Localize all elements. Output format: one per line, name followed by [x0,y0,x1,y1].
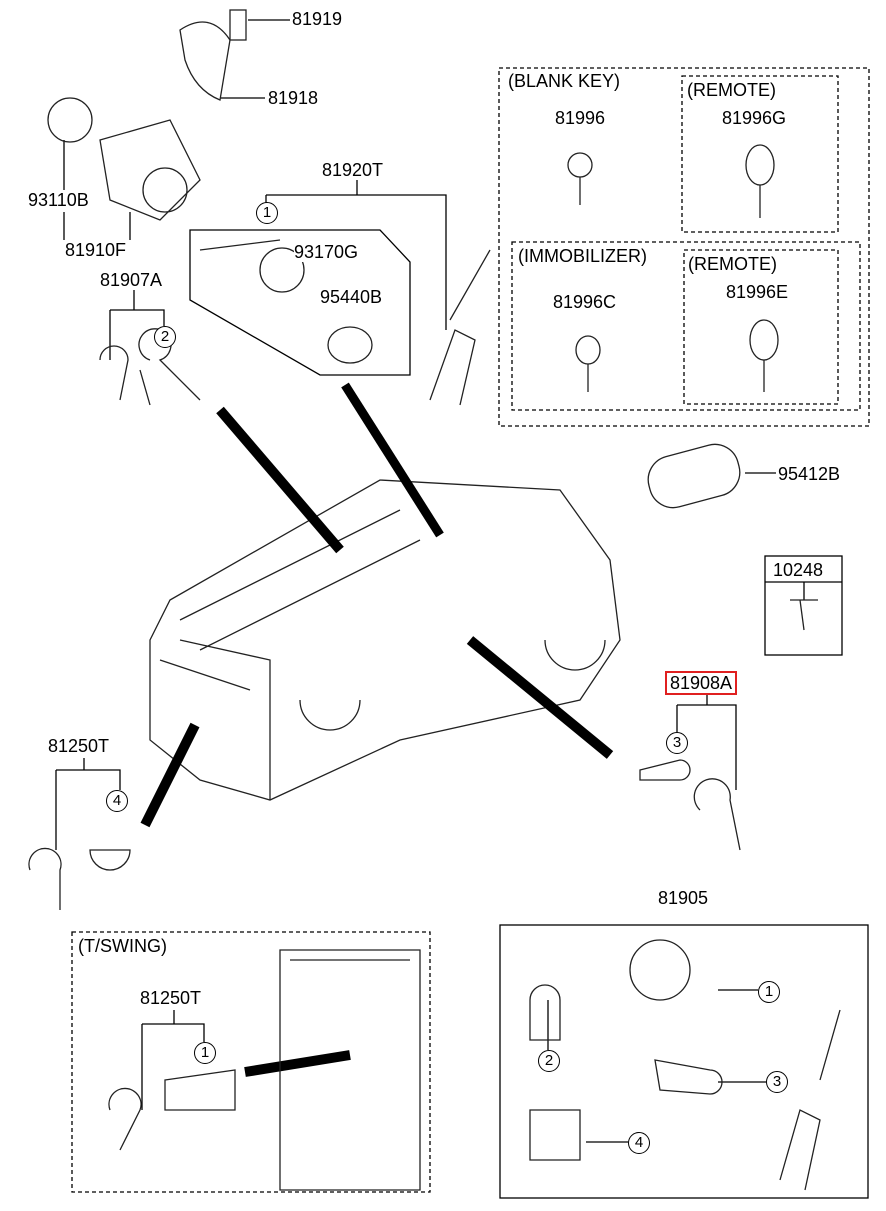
part-number-81918[interactable]: 81918 [268,88,319,108]
blank-key-heading: (BLANK KEY) [508,71,621,91]
tswing-box [71,931,431,1193]
part-number-95440B[interactable]: 95440B [320,287,383,307]
callout-number: 3 [666,732,688,754]
part-number-10248[interactable]: 10248 [773,560,824,580]
part-number-81920T[interactable]: 81920T [322,160,384,180]
callout-number: 2 [538,1050,560,1072]
key-options-box [498,67,870,427]
part-number-93110B[interactable]: 93110B [28,190,89,210]
part-number-81905[interactable]: 81905 [658,888,709,908]
callout-number: 2 [154,326,176,348]
part-number-81996G[interactable]: 81996G [722,108,787,128]
callout-number: 4 [106,790,128,812]
part-number-81910F[interactable]: 81910F [65,240,127,260]
tswing-heading: (T/SWING) [78,936,167,956]
immobilizer-heading: (IMMOBILIZER) [518,246,647,266]
part-number-81996[interactable]: 81996 [555,108,606,128]
part-number-81250T[interactable]: 81250T [48,736,110,756]
part-number-95412B[interactable]: 95412B [778,464,841,484]
part-number-81250T[interactable]: 81250T [140,988,202,1008]
callout-number: 3 [766,1071,788,1093]
callout-number: 1 [194,1042,216,1064]
part-number-81907A[interactable]: 81907A [100,270,163,290]
remote-heading: (REMOTE) [688,254,777,274]
part-number-93170G[interactable]: 93170G [294,242,359,262]
callout-number: 1 [758,981,780,1003]
part-number-81908A-highlighted[interactable]: 81908A [665,671,738,695]
part-number-81996E[interactable]: 81996E [726,282,789,302]
part-number-81996C[interactable]: 81996C [553,292,617,312]
remote-heading: (REMOTE) [687,80,776,100]
van-outline [149,479,621,801]
kit-81905-box [499,924,869,1199]
ignition-kit-outline [189,229,411,376]
callout-number: 1 [256,202,278,224]
callout-number: 4 [628,1132,650,1154]
part-number-81919[interactable]: 81919 [292,9,343,29]
